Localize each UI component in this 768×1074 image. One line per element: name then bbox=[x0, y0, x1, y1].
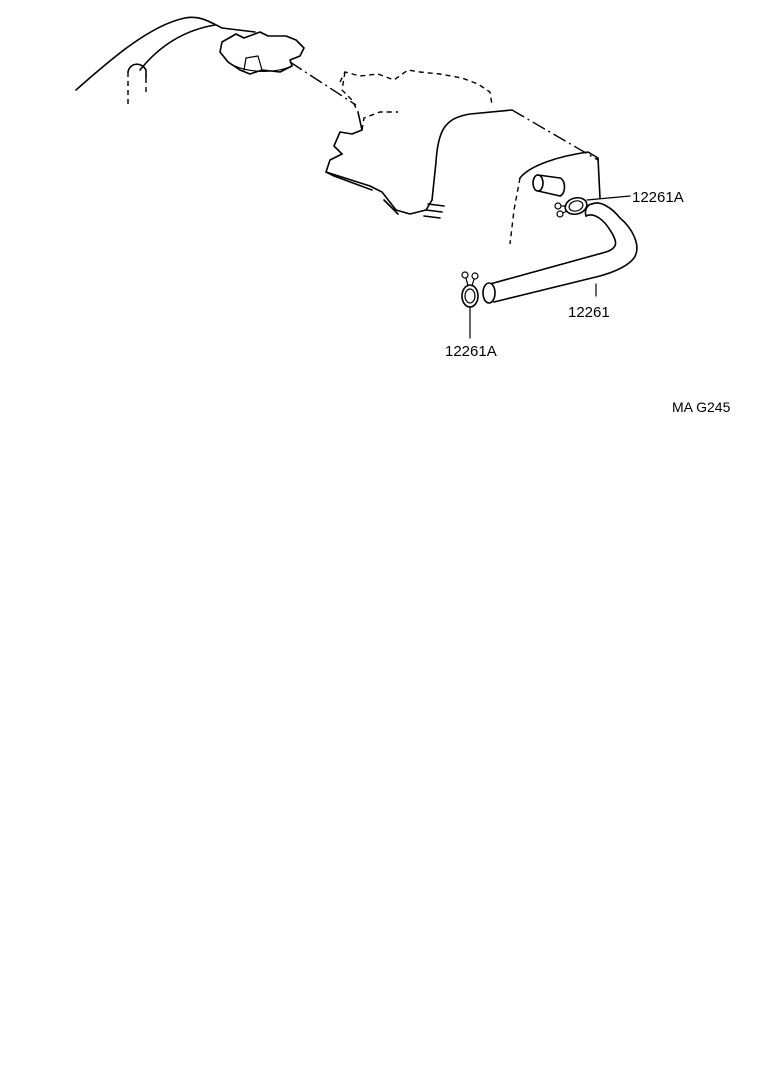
housing-body bbox=[509, 151, 601, 245]
upper-clamp bbox=[554, 196, 588, 218]
cap-leader-line bbox=[289, 61, 357, 106]
label-hose: 12261 bbox=[568, 304, 610, 321]
engine-head-cover bbox=[325, 69, 513, 219]
callout-line-upper-clamp bbox=[586, 195, 631, 201]
label-lower-clamp: 12261A bbox=[445, 343, 497, 360]
hose-nipple bbox=[532, 174, 566, 197]
label-upper-clamp: 12261A bbox=[632, 189, 684, 206]
lower-clamp bbox=[461, 271, 479, 308]
figure-code: MA G245 bbox=[672, 399, 731, 415]
hose bbox=[482, 202, 638, 304]
filler-cap bbox=[219, 31, 305, 75]
tank-leader-line bbox=[511, 109, 599, 161]
engine-outline bbox=[75, 16, 256, 108]
